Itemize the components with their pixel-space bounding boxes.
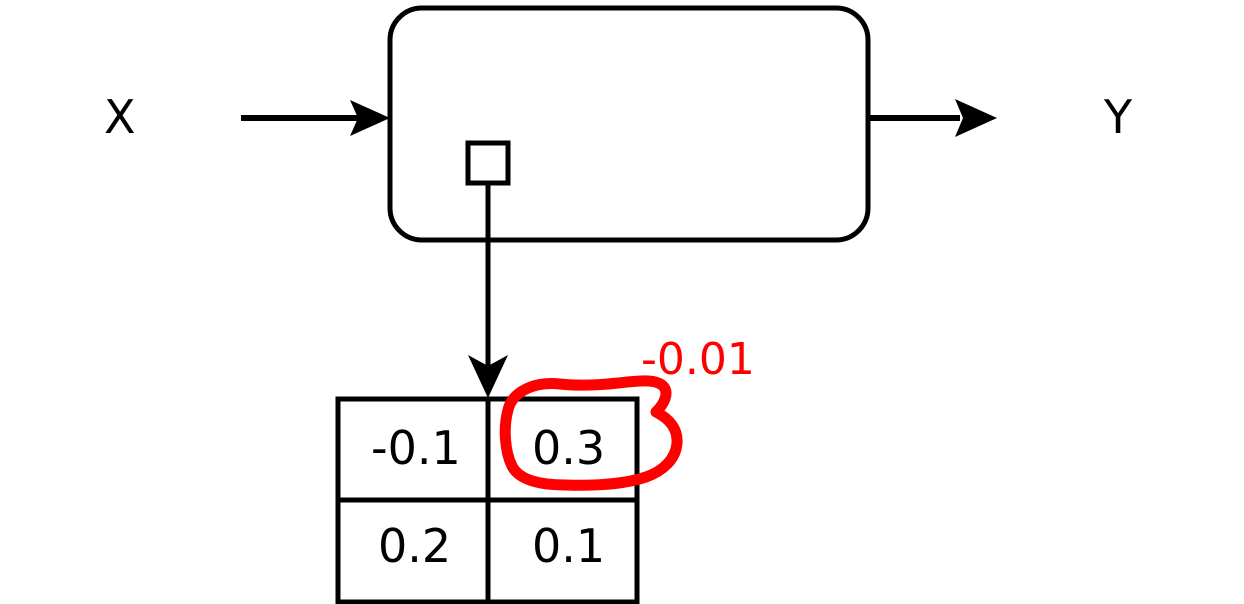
input-arrow	[241, 100, 390, 136]
parameter-matrix-grid	[335, 396, 640, 604]
output-label: Y	[1104, 90, 1133, 144]
handle-to-table-connector	[468, 183, 508, 398]
table-cell-r0c1[interactable]: 0.3	[532, 421, 606, 475]
annotation-value-label: -0.01	[641, 334, 755, 385]
parameter-handle[interactable]	[465, 140, 511, 186]
input-label: X	[104, 90, 136, 144]
table-cell-r1c1[interactable]: 0.1	[532, 519, 606, 573]
system-block[interactable]	[387, 5, 871, 243]
table-cell-r1c0[interactable]: 0.2	[378, 519, 452, 573]
connector-arrow-head	[468, 355, 508, 398]
output-arrow	[868, 99, 997, 137]
red-circle-annotation	[499, 375, 683, 491]
table-cell-r0c0[interactable]: -0.1	[371, 421, 461, 475]
input-arrow-head	[350, 100, 390, 136]
output-arrow-head	[955, 99, 997, 137]
